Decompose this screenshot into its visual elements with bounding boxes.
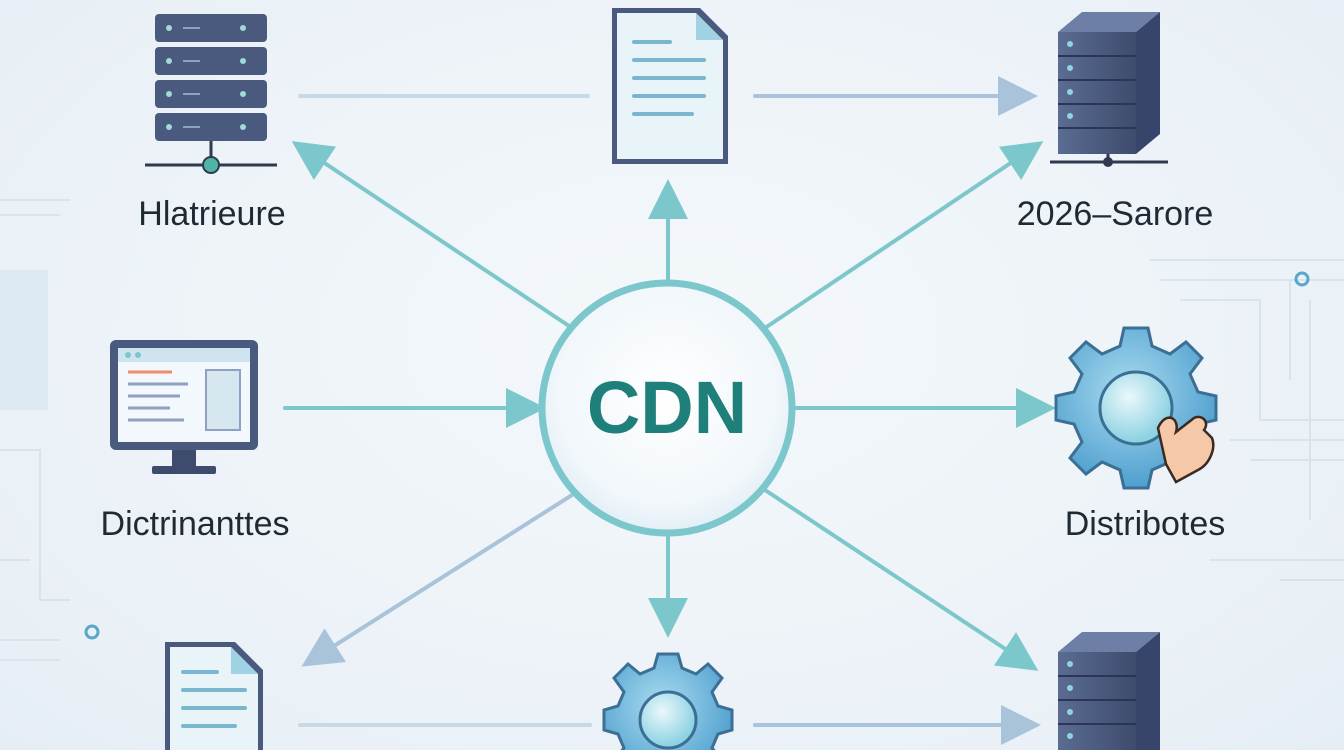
cdn-hub: CDN (538, 279, 796, 537)
gear-icon (602, 652, 734, 750)
label-middle-right: Distribotes (1065, 505, 1226, 543)
monitor-icon (110, 340, 258, 474)
document-icon (612, 8, 728, 164)
cdn-label: CDN (587, 366, 747, 449)
arrow-top-left (291, 141, 577, 332)
gear-hand-icon (1054, 326, 1218, 490)
server-tower-icon-bottom (1058, 632, 1160, 750)
arrow-top-right (763, 141, 1044, 330)
server-rack-network-icon (145, 14, 277, 174)
arrow-bottom-left (301, 488, 582, 667)
arrow-bottom-right (763, 488, 1039, 671)
label-top-right: 2026–Sarore (1017, 195, 1214, 233)
circuit-node-dot-left (84, 624, 100, 640)
server-tower-icon (1050, 12, 1168, 167)
document-icon-bottom (165, 642, 263, 750)
label-middle-left: Dictrinanttes (101, 505, 290, 543)
circuit-node-dot-right (1294, 271, 1310, 287)
connector-arrows (283, 76, 1056, 745)
label-top-left: Hlatrieure (138, 195, 285, 233)
background-circuit-decoration (0, 199, 1344, 661)
